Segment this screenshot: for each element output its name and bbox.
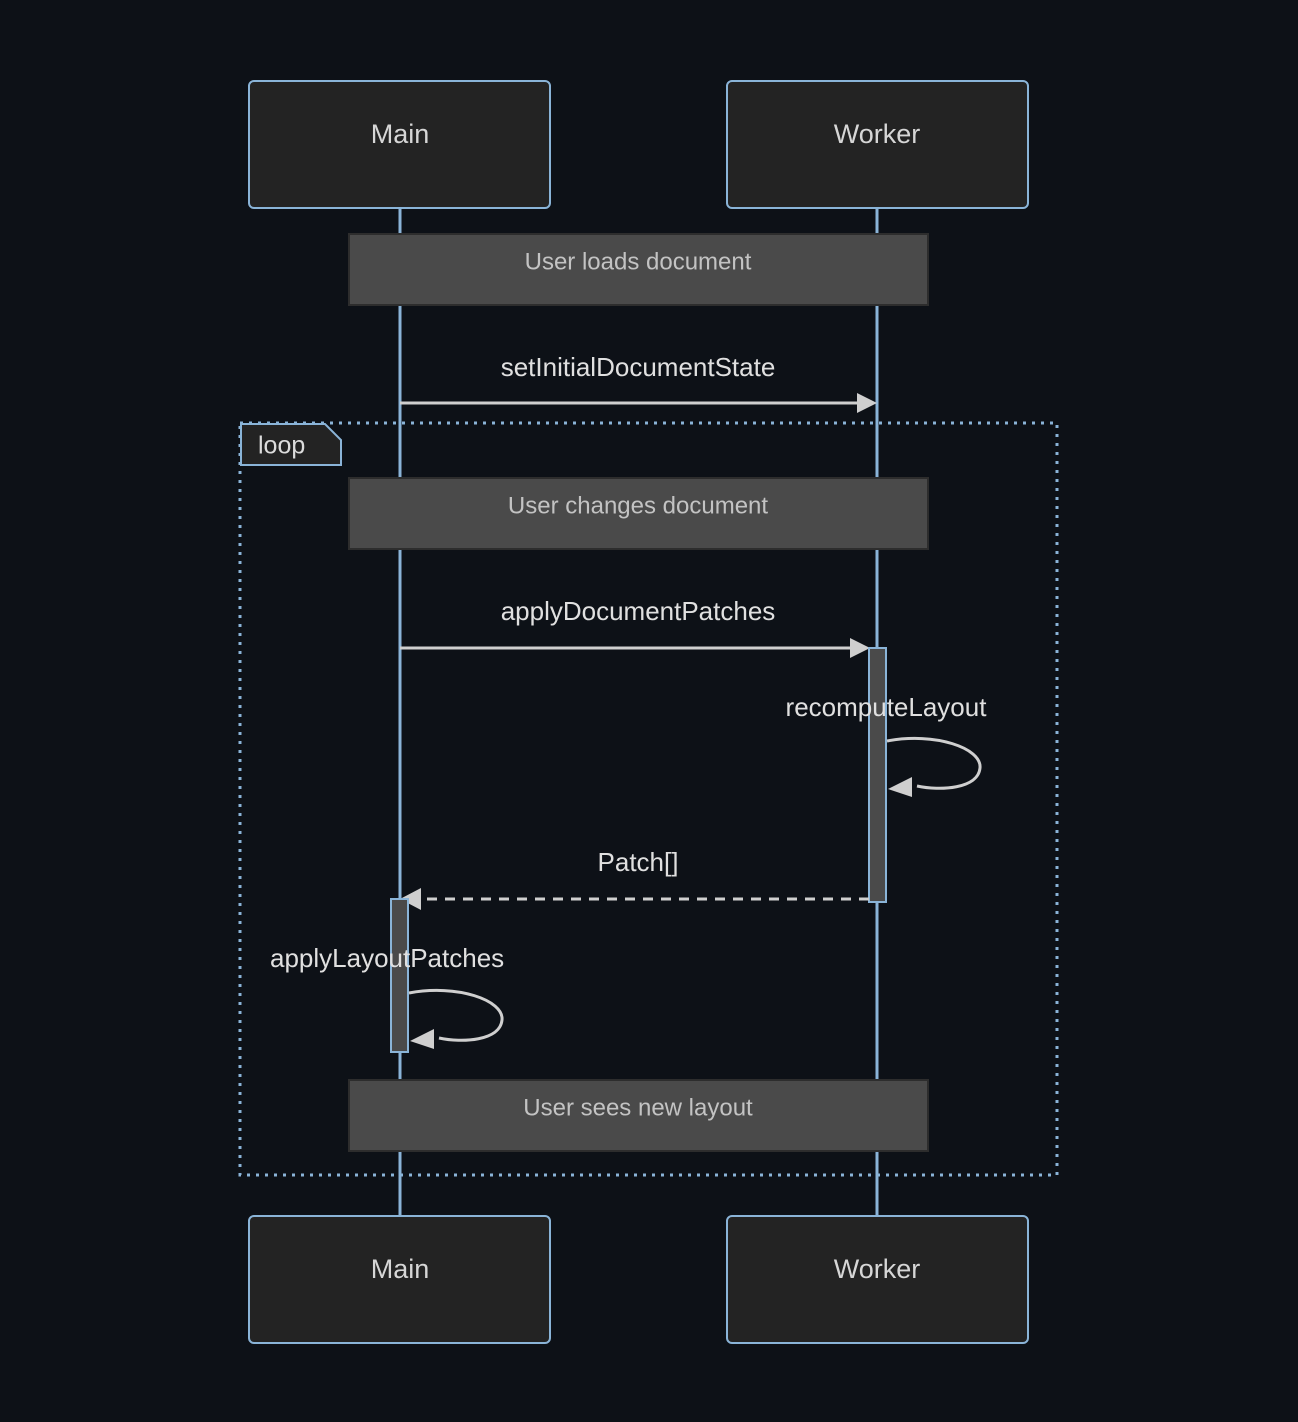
note-label-1: User loads document [525,248,752,275]
message-recompute-layout[interactable]: recomputeLayout [786,692,988,797]
message-set-initial-document-state[interactable]: setInitialDocumentState [400,352,877,413]
note-user-sees-new-layout[interactable]: User sees new layout [348,1079,929,1152]
message-arrowhead-3 [888,777,912,797]
message-label-3: recomputeLayout [786,692,988,722]
message-patch-array[interactable]: Patch[] [400,847,869,910]
message-label-1: setInitialDocumentState [501,352,776,382]
message-arrowhead-4 [400,888,421,910]
note-label-2: User changes document [508,492,768,519]
participant-label-main-top: Main [371,119,430,149]
participant-bottom-worker[interactable]: Worker [726,1215,1029,1344]
note-box-2 [348,477,929,550]
note-box-3 [348,1079,929,1152]
participant-bottom-main[interactable]: Main [248,1215,551,1344]
participant-label-main-bottom: Main [371,1254,430,1284]
loop-fragment[interactable]: loop [238,421,1059,1177]
note-user-loads-document[interactable]: User loads document [348,233,929,306]
participant-box-main-bottom [248,1215,551,1344]
loop-label-tab [240,423,342,466]
message-apply-layout-patches[interactable]: applyLayoutPatches [270,943,504,1049]
message-apply-document-patches[interactable]: applyDocumentPatches [400,596,870,658]
note-box-1 [348,233,929,306]
participant-box-worker-bottom [726,1215,1029,1344]
message-arrowhead-5 [410,1029,434,1049]
participant-box-worker-top [726,80,1029,209]
message-label-5: applyLayoutPatches [270,943,504,973]
message-arrowhead-1 [857,393,877,413]
participant-label-worker-bottom: Worker [834,1254,921,1284]
participant-top-worker[interactable]: Worker [726,80,1029,209]
message-self-loop-path-3 [886,736,982,790]
message-label-4: Patch[] [598,847,679,877]
message-self-loop-path-5 [408,988,504,1042]
message-arrowhead-2 [850,638,870,658]
participant-top-main[interactable]: Main [248,80,551,209]
message-label-2: applyDocumentPatches [501,596,776,626]
participant-box-main-top [248,80,551,209]
note-user-changes-document[interactable]: User changes document [348,477,929,550]
note-label-3: User sees new layout [523,1094,753,1121]
activation-bar-worker [868,647,887,903]
activation-bar-main [390,898,409,1053]
participant-label-worker-top: Worker [834,119,921,149]
loop-label-text: loop [258,432,305,460]
